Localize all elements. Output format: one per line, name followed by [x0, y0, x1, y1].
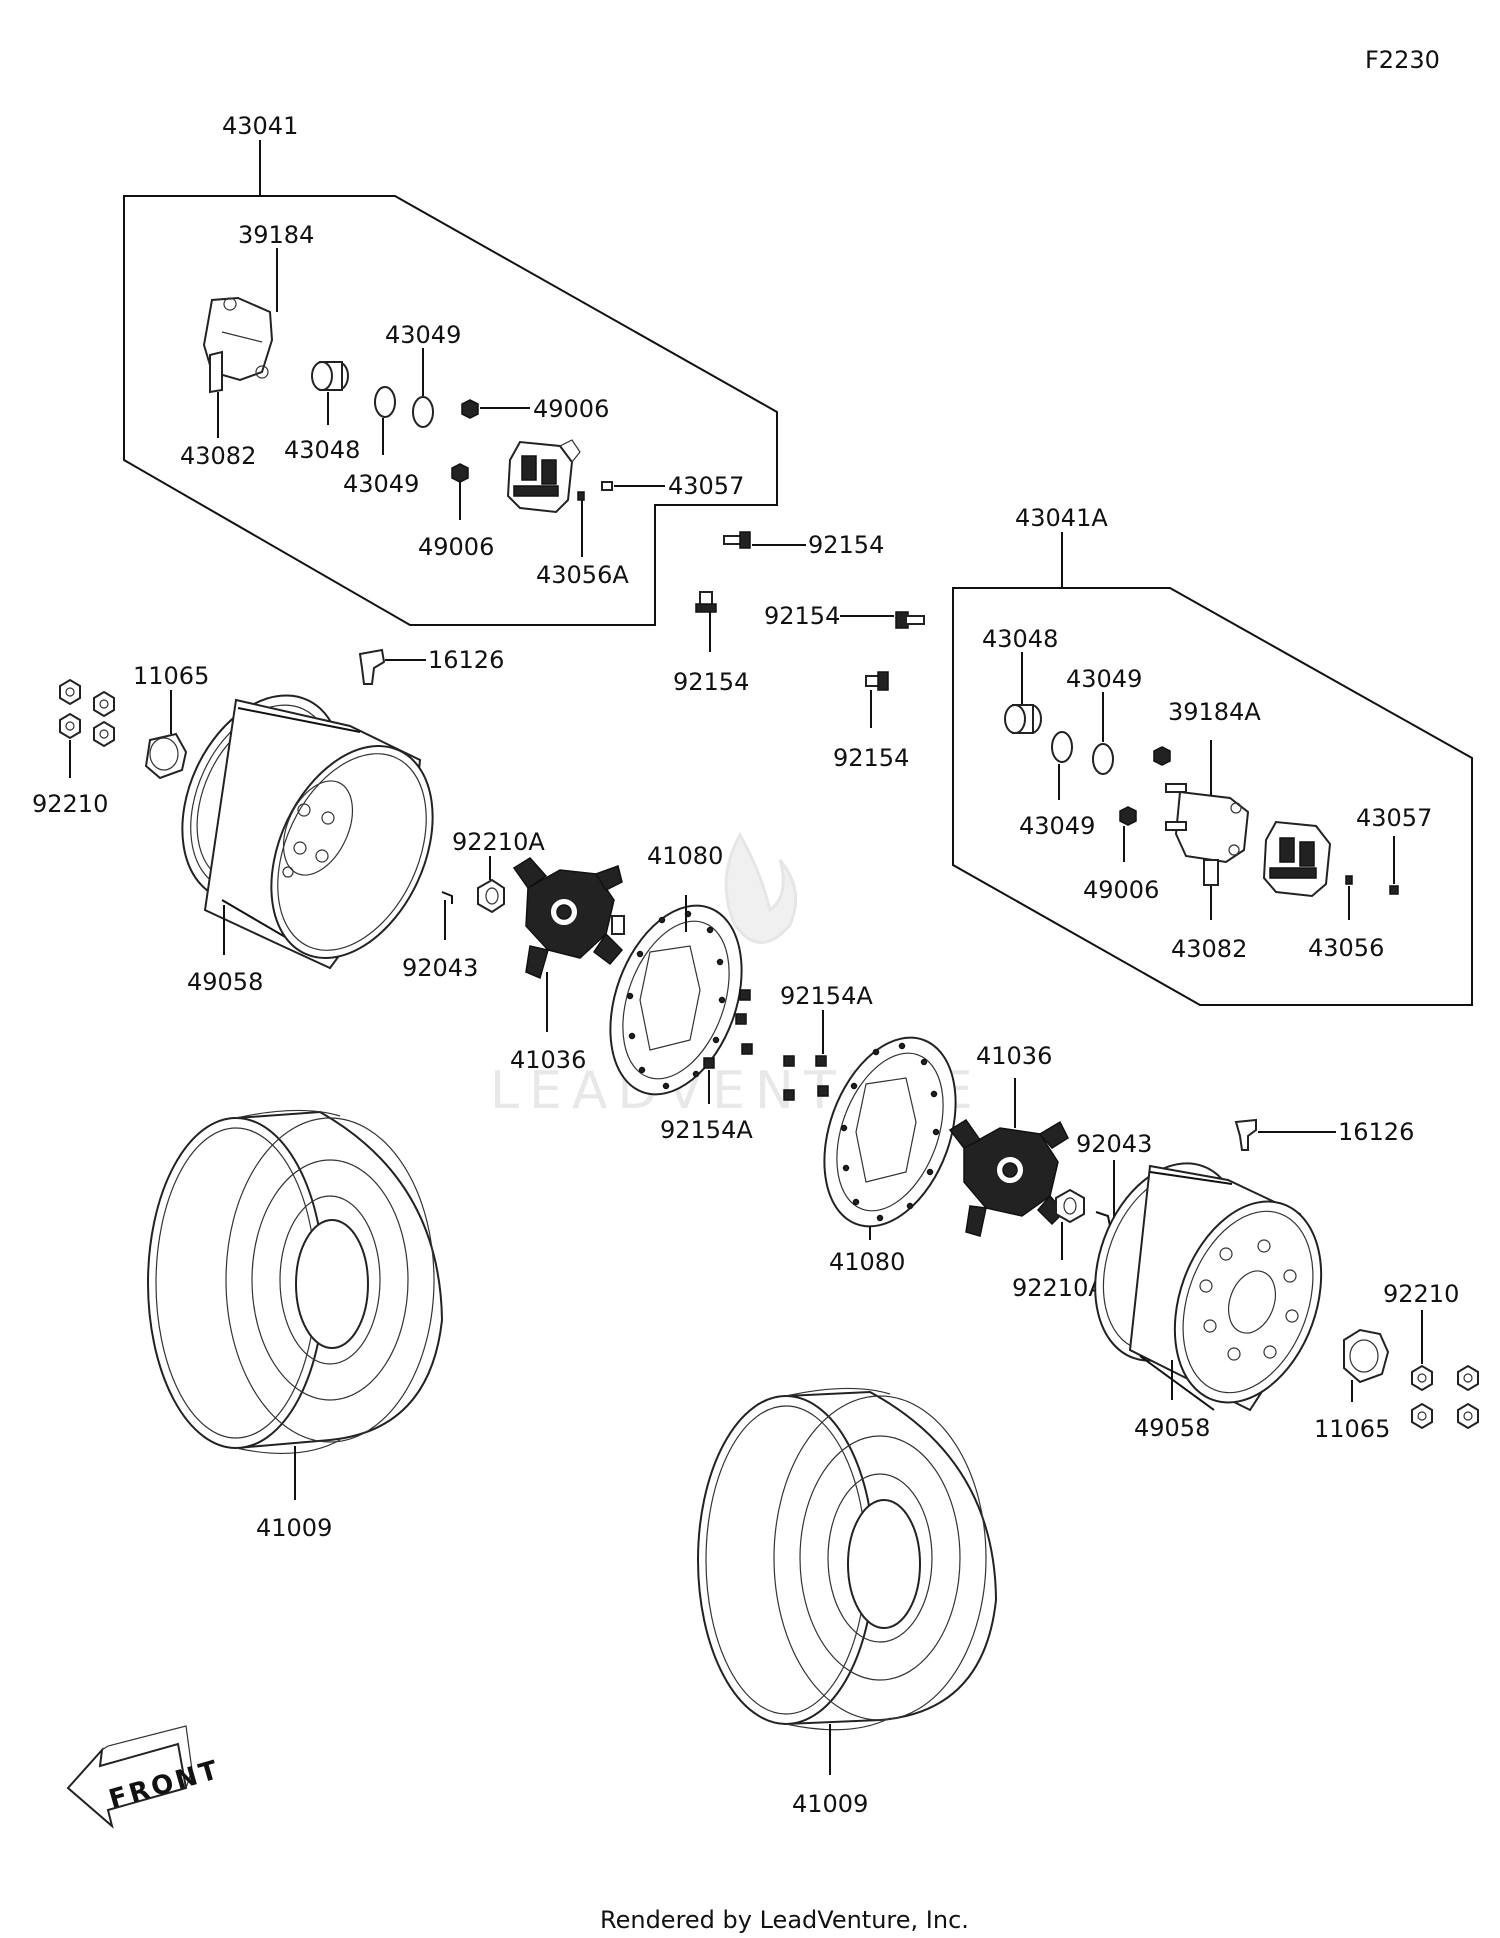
front-arrow: FRONT — [66, 1725, 224, 1829]
callout-41080-left: 41080 — [647, 842, 723, 870]
callout-49006-left-upper: 49006 — [533, 395, 609, 423]
callout-43041A: 43041A — [1015, 504, 1108, 532]
pin-43056 — [1345, 875, 1353, 885]
pin-43056A — [577, 491, 585, 501]
callout-43049-right-bottom: 43049 — [1019, 812, 1095, 840]
tire-41009-right — [697, 1387, 998, 1731]
disc-bolts-92154A-right — [783, 1055, 829, 1101]
hub-41036-left — [512, 857, 625, 980]
hub-cap-11065-right — [1343, 1328, 1390, 1384]
callout-92154-b: 92154 — [673, 668, 749, 696]
figure-code: F2230 — [1365, 46, 1440, 74]
bleeder-43057-right — [1389, 885, 1399, 895]
sleeve-43048-right — [1004, 704, 1042, 734]
disc-bolts-92154A-left — [703, 989, 753, 1069]
lug-nuts-92210-right — [1411, 1364, 1479, 1430]
o-ring-43049-left-b — [412, 396, 434, 428]
callout-43057-left: 43057 — [668, 472, 744, 500]
callout-41009-right: 41009 — [792, 1790, 868, 1818]
callout-43048-left: 43048 — [284, 436, 360, 464]
o-ring-43049-right-b — [1092, 743, 1114, 775]
nut-49006-left-upper — [461, 399, 479, 419]
callout-92154A-bottom: 92154A — [660, 1116, 753, 1144]
callout-11065-right: 11065 — [1314, 1415, 1390, 1443]
callout-92043-right: 92043 — [1076, 1130, 1152, 1158]
callout-92154-c: 92154 — [764, 602, 840, 630]
nut-49006-right-lower — [1119, 806, 1137, 826]
callout-41036-right: 41036 — [976, 1042, 1052, 1070]
callout-43056: 43056 — [1308, 934, 1384, 962]
bleeder-43057-left — [601, 481, 613, 491]
footer-credit: Rendered by LeadVenture, Inc. — [600, 1906, 969, 1934]
callout-43049-left-top: 43049 — [385, 321, 461, 349]
brake-disc-41080-left — [609, 904, 743, 1096]
nut-49006-right-upper — [1153, 746, 1171, 766]
callout-92210-right: 92210 — [1383, 1280, 1459, 1308]
caliper-kit-left: 43041 39184 43082 43048 43049 43049 — [123, 112, 778, 626]
valve-16126-left — [358, 648, 386, 685]
o-ring-43049-left-a — [374, 386, 396, 418]
hub-41036-right — [948, 1118, 1069, 1237]
callout-43041: 43041 — [222, 112, 298, 140]
callout-49058-left: 49058 — [187, 968, 263, 996]
callout-92154A-top: 92154A — [780, 982, 873, 1010]
callout-92043-left: 92043 — [402, 954, 478, 982]
caliper-bracket-39184A — [1165, 783, 1250, 886]
callout-11065-left: 11065 — [133, 662, 209, 690]
valve-16126-right — [1234, 1118, 1257, 1151]
lug-nuts-92210-left — [59, 678, 115, 748]
caliper-kit-right: 43041A 43048 43049 43049 49006 39184A — [952, 504, 1473, 1006]
callout-92154-d: 92154 — [833, 744, 909, 772]
bolt-92154-d: 92154 — [833, 671, 909, 772]
callout-43056A: 43056A — [536, 561, 629, 589]
bolt-92154-a: 92154 — [723, 531, 884, 559]
callout-92210A-right: 92210A — [1012, 1274, 1105, 1302]
callout-92210A-left: 92210A — [452, 828, 545, 856]
axle-nut-92210A-left — [477, 878, 505, 914]
sleeve-43048-left — [311, 361, 349, 391]
o-ring-43049-right-a — [1051, 731, 1073, 763]
callout-39184A: 39184A — [1168, 698, 1261, 726]
tire-41009-left — [147, 1109, 444, 1455]
bolt-92154-b: 92154 — [673, 591, 749, 696]
caliper-bracket-39184 — [202, 296, 274, 394]
callout-41080-right: 41080 — [829, 1248, 905, 1276]
callout-49006-left-lower: 49006 — [418, 533, 494, 561]
callout-49006-right: 49006 — [1083, 876, 1159, 904]
callout-43048-right: 43048 — [982, 625, 1058, 653]
callout-43057-right: 43057 — [1356, 804, 1432, 832]
callout-39184: 39184 — [238, 221, 314, 249]
bolt-92154-c: 92154 — [764, 602, 925, 630]
axle-nut-92210A-right — [1055, 1188, 1085, 1224]
hub-cap-11065-left — [144, 732, 188, 780]
wheel-rim-49058-left — [181, 694, 434, 970]
callout-92154-a: 92154 — [808, 531, 884, 559]
brake-disc-41080-right — [823, 1036, 957, 1228]
callout-43049-right-top: 43049 — [1066, 665, 1142, 693]
callout-41009-left: 41009 — [256, 1514, 332, 1542]
callout-43082-right: 43082 — [1171, 935, 1247, 963]
nut-49006-left-lower — [451, 463, 469, 483]
callout-92210-left: 92210 — [32, 790, 108, 818]
callout-49058-right: 49058 — [1134, 1414, 1210, 1442]
callout-16126-right: 16126 — [1338, 1118, 1414, 1146]
caliper-body-right — [1262, 820, 1332, 898]
wheel-rim-49058-right — [1094, 1162, 1323, 1412]
cotter-pin-92043-right — [1095, 1211, 1111, 1227]
caliper-body-left — [506, 439, 581, 514]
callout-43049-left-bottom: 43049 — [343, 470, 419, 498]
callout-16126-left: 16126 — [428, 646, 504, 674]
callout-41036-left: 41036 — [510, 1046, 586, 1074]
cotter-pin-92043-left — [441, 891, 453, 904]
callout-43082-left: 43082 — [180, 442, 256, 470]
